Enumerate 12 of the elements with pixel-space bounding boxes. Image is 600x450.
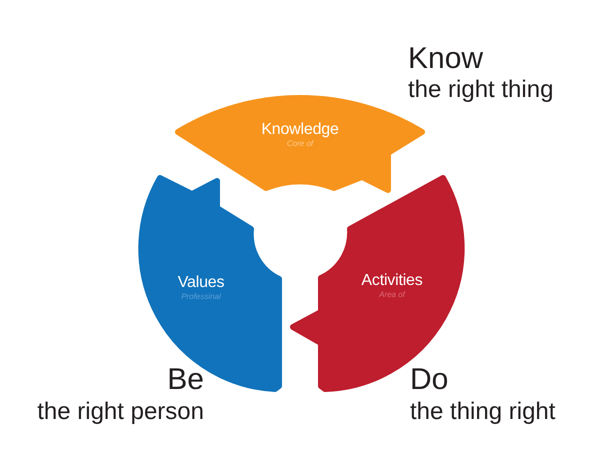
segment-title: Values bbox=[178, 274, 224, 292]
motto-text: the right person bbox=[37, 400, 204, 424]
segment-title: Activities bbox=[361, 272, 423, 290]
segment-subtitle: Core of bbox=[286, 139, 314, 149]
segment-subtitle: Professinal bbox=[181, 292, 221, 302]
segment-subtitle: Area of bbox=[379, 290, 405, 300]
motto-text: the right thing bbox=[408, 78, 554, 102]
motto-heading: Know bbox=[408, 44, 484, 74]
segment-title: Knowledge bbox=[261, 121, 339, 139]
motto-heading: Do bbox=[410, 365, 448, 395]
motto-text: the thing right bbox=[410, 400, 556, 424]
motto-heading: Be bbox=[167, 365, 204, 395]
